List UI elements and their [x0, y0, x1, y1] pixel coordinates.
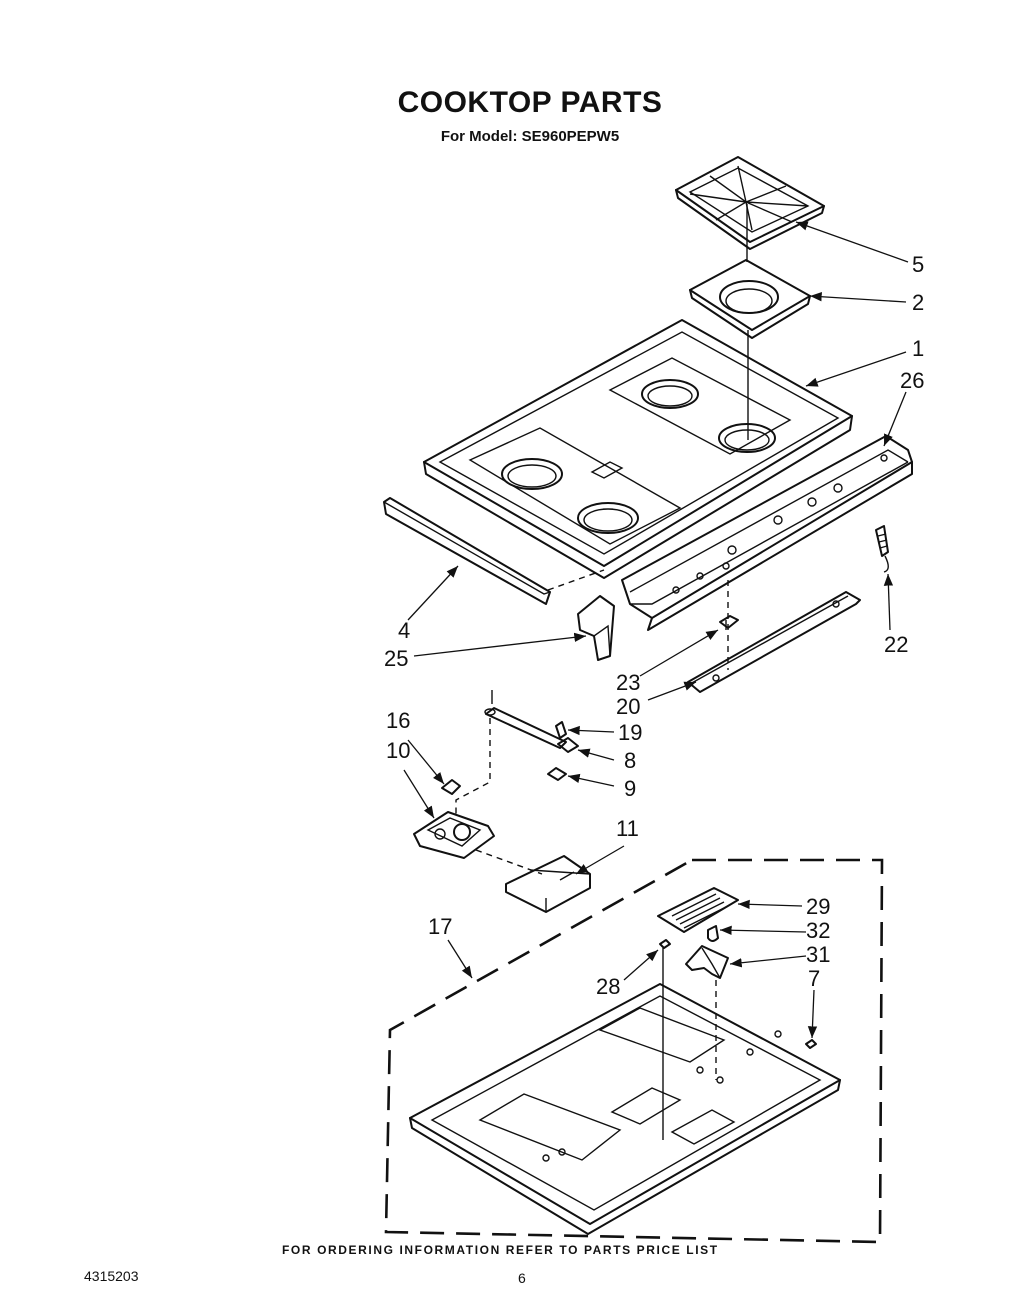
part-1-cooktop	[423, 319, 853, 579]
part-28-screw	[659, 939, 671, 1140]
callout-7: 7	[808, 966, 820, 991]
callout-9: 9	[624, 776, 636, 801]
leader-lines	[403, 221, 909, 1039]
ordering-note: FOR ORDERING INFORMATION REFER TO PARTS …	[282, 1243, 719, 1257]
callout-19: 19	[618, 720, 642, 745]
part-2-burner-bowl	[689, 259, 811, 339]
document-number: 4315203	[84, 1268, 139, 1284]
callout-22: 22	[884, 632, 908, 657]
part-22-spring	[875, 525, 889, 573]
callout-29: 29	[806, 894, 830, 919]
callout-31: 31	[806, 942, 830, 967]
callout-17: 17	[428, 914, 452, 939]
page-number: 6	[518, 1270, 526, 1286]
callout-28: 28	[596, 974, 620, 999]
part-31-bracket	[685, 945, 729, 979]
kit-17-boundary	[384, 858, 884, 1244]
part-26-rear-rail	[621, 435, 913, 631]
part-25-end-bracket	[577, 595, 615, 661]
part-23-clip	[719, 615, 739, 630]
part-32-clip	[707, 925, 719, 942]
callout-11: 11	[616, 816, 639, 841]
callout-32: 32	[806, 918, 830, 943]
part-9-washer	[547, 767, 567, 781]
callout-2: 2	[912, 290, 924, 315]
part-11-bracket-plate	[505, 855, 591, 913]
callout-1: 1	[912, 336, 924, 361]
part-20-bracket	[687, 580, 861, 693]
model-subtitle: For Model: SE960PEPW5	[440, 128, 620, 145]
callout-8: 8	[624, 748, 636, 773]
part-10-switch-assembly	[413, 718, 543, 875]
callout-10: 10	[386, 738, 410, 763]
part-16-bracket	[441, 779, 461, 795]
callout-16: 16	[386, 708, 410, 733]
callout-20: 20	[616, 694, 640, 719]
part-29-grille	[657, 887, 739, 933]
part-19-retainer	[555, 721, 567, 739]
callout-5: 5	[912, 252, 924, 277]
part-8-valve-rod	[484, 690, 579, 753]
callout-23: 23	[616, 670, 640, 695]
part-4-front-trim	[383, 497, 605, 605]
callout-4: 4	[398, 618, 410, 643]
part-5-burner-grate	[675, 156, 825, 250]
callout-25: 25	[384, 646, 408, 671]
part-17-bottom-tray	[409, 983, 841, 1235]
page-title: COOKTOP PARTS	[397, 86, 663, 119]
callout-26: 26	[900, 368, 924, 393]
part-7-screw	[805, 1039, 817, 1049]
